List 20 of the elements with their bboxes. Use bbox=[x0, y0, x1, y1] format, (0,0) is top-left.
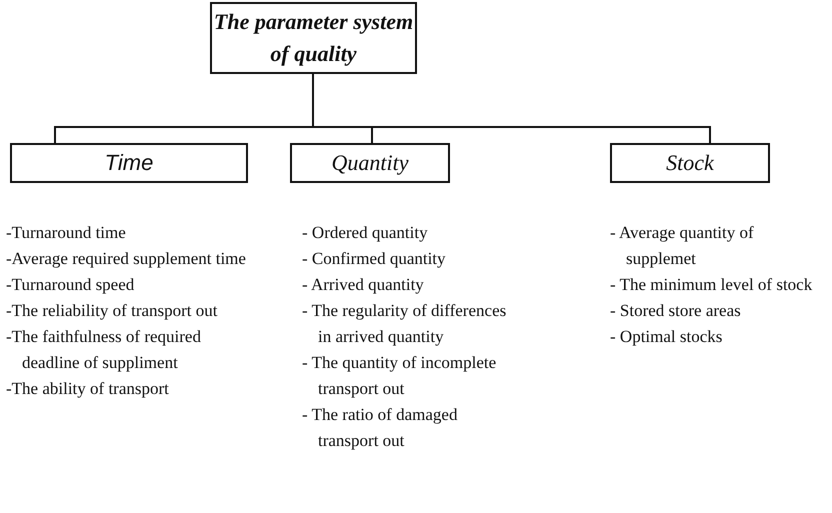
list-item: - Optimal stocks bbox=[610, 326, 724, 348]
list-item: -The faithfulness of required deadline of suppliment bbox=[6, 326, 202, 374]
category-box: Quantity bbox=[290, 143, 450, 183]
list-item: - The quantity of incomplete transport out bbox=[302, 352, 498, 400]
category-box: Stock bbox=[610, 143, 770, 183]
list-item: - Ordered quantity bbox=[302, 222, 429, 244]
list-item: - Confirmed quantity bbox=[302, 248, 447, 270]
list-item: -The ability of transport bbox=[6, 378, 170, 400]
list-item: - The minimum level of stock bbox=[610, 274, 814, 296]
category-box: Time bbox=[10, 143, 248, 183]
list-item: -Turnaround time bbox=[6, 222, 127, 244]
list-item: - The ratio of damaged transport out bbox=[302, 404, 458, 452]
list-item: -Average required supplement time bbox=[6, 248, 247, 270]
list-item: - The regularity of differences in arrived quantity bbox=[302, 300, 508, 348]
list-item: -Turnaround speed bbox=[6, 274, 136, 296]
list-item: - Stored store areas bbox=[610, 300, 742, 322]
root-box: The parameter system of quality bbox=[210, 2, 417, 74]
list-item: - Arrived quantity bbox=[302, 274, 425, 296]
list-item: - Average quantity of supplemet bbox=[610, 222, 755, 270]
list-item: -The reliability of transport out bbox=[6, 300, 218, 322]
